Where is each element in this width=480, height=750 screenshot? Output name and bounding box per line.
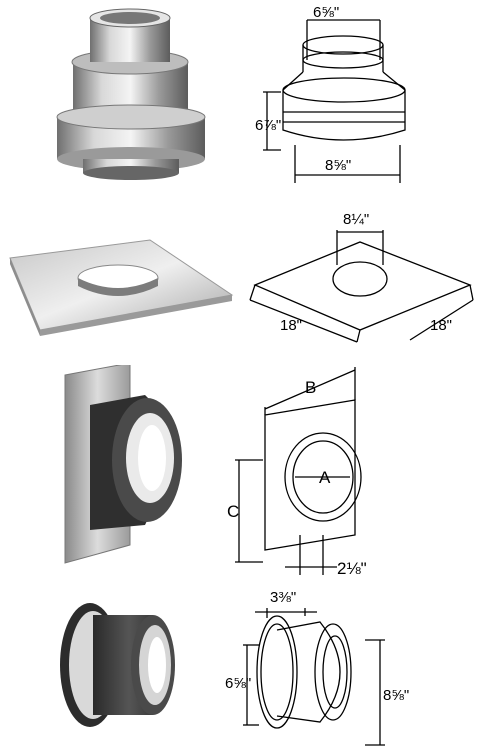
dim-inner-diameter: 6⅝"	[225, 675, 251, 692]
dim-opening: 8¼"	[343, 211, 369, 228]
label-a: A	[319, 468, 331, 487]
collar-photo	[60, 603, 175, 727]
dim-width: 18"	[280, 317, 302, 334]
collar-diagram: 3⅜" 6⅝" 8⅝"	[225, 589, 409, 746]
label-c: C	[227, 502, 239, 521]
adapter-diagram: 6⅝" 6⅞" 8⅝"	[255, 4, 406, 183]
dim-top-diameter: 6⅝"	[313, 4, 339, 21]
thimble-diagram: B A C 2⅛"	[227, 367, 367, 578]
dim-collar-depth: 3⅜"	[270, 589, 296, 606]
plate-photo	[9, 239, 234, 336]
dim-depth: 18"	[430, 317, 452, 334]
plate-diagram: 8¼" 18" 18"	[249, 211, 474, 343]
dim-height: 6⅞"	[255, 117, 281, 134]
dim-bottom-diameter: 8⅝"	[325, 157, 351, 174]
dim-outer-diameter: 8⅝"	[383, 687, 409, 704]
product-row-adapter: 6⅝" 6⅞" 8⅝"	[0, 0, 480, 190]
adapter-photo	[56, 8, 206, 180]
product-row-plate: 8¼" 18" 18"	[0, 190, 480, 365]
label-b: B	[305, 378, 316, 397]
product-row-collar: 3⅜" 6⅝" 8⅝"	[0, 580, 480, 750]
dim-thimble-depth: 2⅛"	[337, 559, 367, 578]
product-row-thimble: B A C 2⅛"	[0, 365, 480, 580]
thimble-photo	[64, 365, 182, 564]
